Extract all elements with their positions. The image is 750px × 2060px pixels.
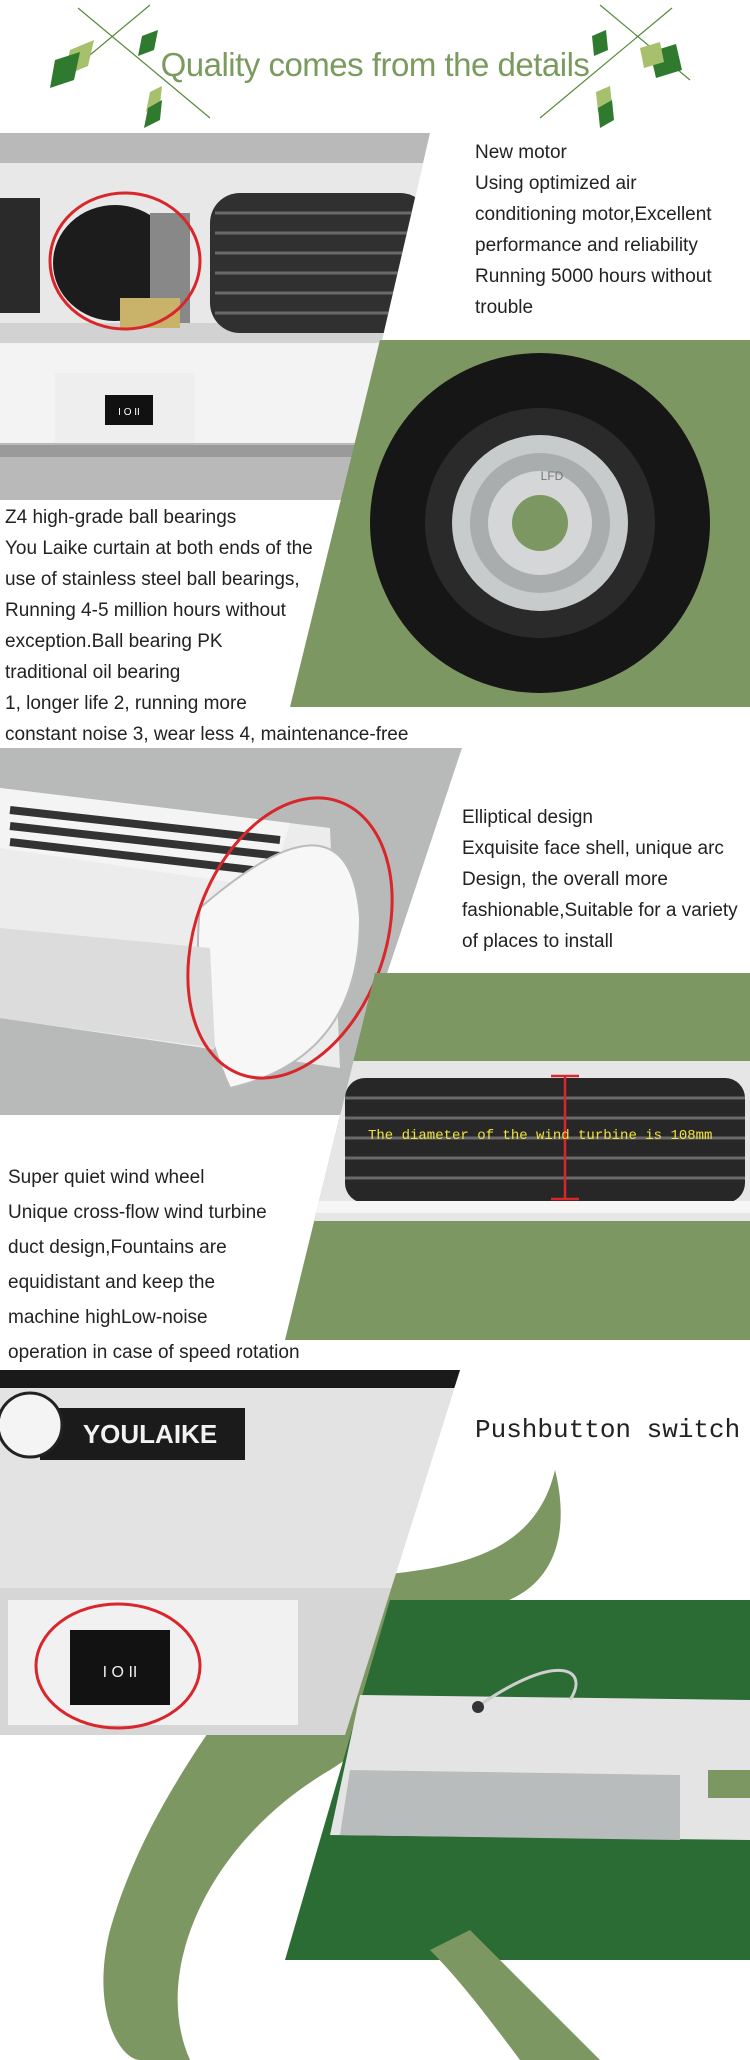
switch-marks: I O II — [103, 1664, 138, 1681]
wheel-body: Unique cross-flow wind turbine duct desi… — [8, 1202, 300, 1363]
wheel-heading: Super quiet wind wheel — [8, 1167, 205, 1188]
motor-heading: New motor — [475, 142, 567, 163]
bearing-photo: LFD — [290, 340, 750, 707]
switch-photo: YOULAIKE I O II — [0, 1370, 460, 1735]
wheel-photo — [285, 973, 750, 1340]
motor-photo: I O II — [0, 133, 430, 500]
motor-body: Using optimized air conditioning motor,E… — [475, 173, 712, 318]
bearing-body: You Laike curtain at both ends of the us… — [5, 538, 409, 745]
header-decoration — [50, 4, 691, 128]
svg-text:I O II: I O II — [118, 407, 140, 418]
switch-decoration — [103, 1470, 750, 2060]
switch-heading: Pushbutton switch — [475, 1415, 741, 1445]
bearing-heading: Z4 high-grade ball bearings — [5, 507, 237, 528]
elliptical-heading: Elliptical design — [462, 807, 593, 828]
bearing-mark: LFD — [541, 469, 564, 483]
elliptical-photo — [0, 748, 462, 1115]
elliptical-body: Exquisite face shell, unique arc Design,… — [462, 838, 738, 952]
brand-logo: YOULAIKE — [83, 1419, 217, 1449]
turbine-diameter-annotation: The diameter of the wind turbine is 108m… — [368, 1128, 713, 1144]
page-title: Quality comes from the details — [160, 46, 590, 83]
